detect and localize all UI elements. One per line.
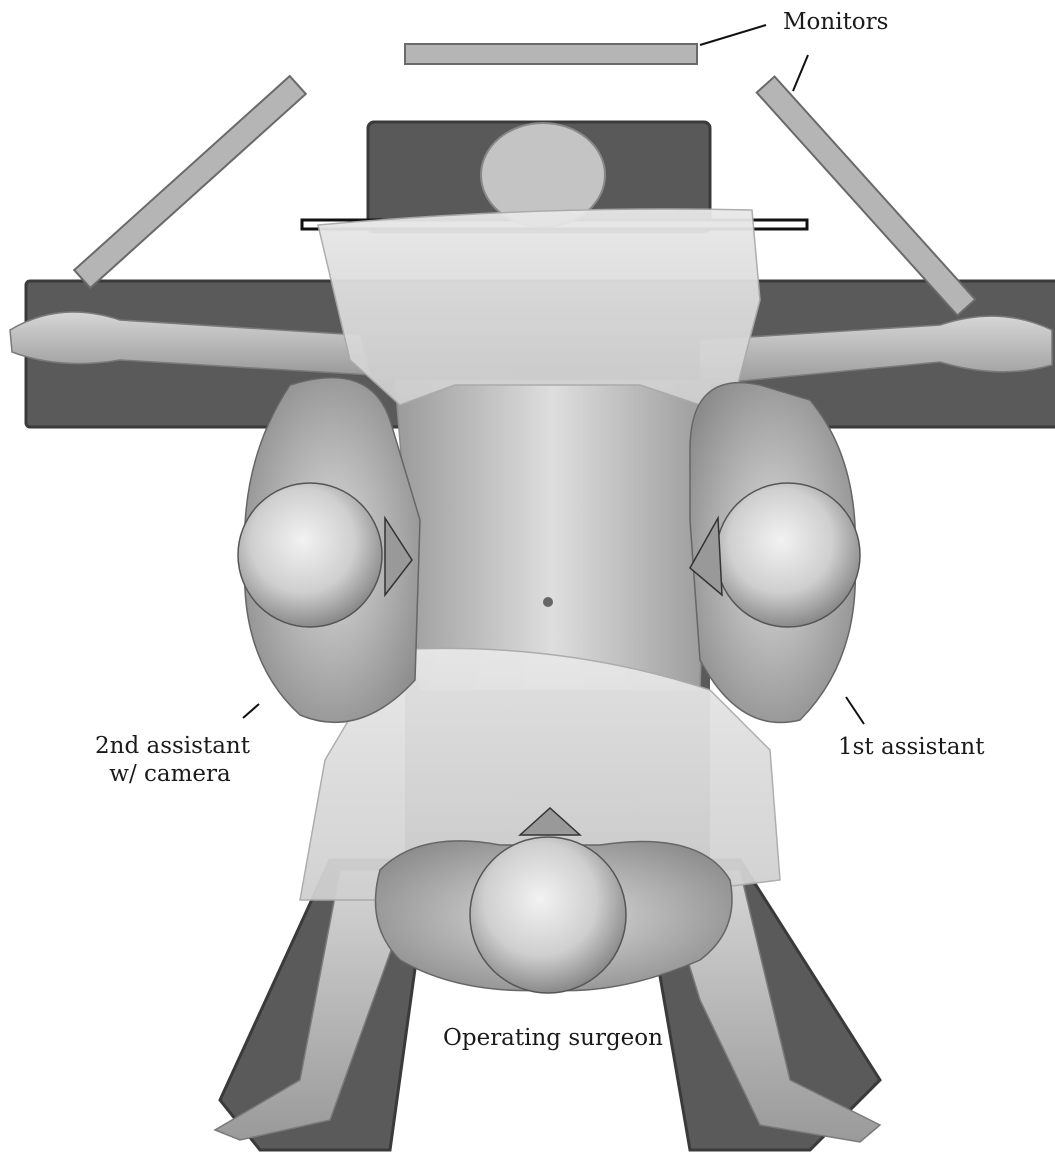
label-second-assistant: 2nd assistant w/ camera bbox=[95, 732, 245, 788]
patient-navel bbox=[543, 597, 553, 607]
leader-monitor-top bbox=[700, 25, 766, 45]
second-assistant-head bbox=[238, 483, 382, 627]
label-first-assistant: 1st assistant bbox=[838, 733, 984, 761]
label-monitors: Monitors bbox=[783, 8, 888, 36]
monitor-left bbox=[74, 76, 306, 288]
monitor-top bbox=[405, 44, 697, 64]
leader-second-assistant bbox=[243, 704, 259, 718]
first-assistant-figure bbox=[690, 383, 860, 723]
label-second-assistant-line1: 2nd assistant bbox=[95, 732, 245, 760]
drape-upper bbox=[318, 209, 760, 405]
first-assistant-head bbox=[716, 483, 860, 627]
label-operating-surgeon: Operating surgeon bbox=[443, 1024, 663, 1052]
leader-monitor-right bbox=[793, 55, 808, 91]
operating-surgeon-head bbox=[470, 837, 626, 993]
patient-torso bbox=[395, 380, 710, 690]
second-assistant-figure bbox=[238, 378, 420, 723]
label-second-assistant-line2: w/ camera bbox=[95, 760, 245, 788]
leader-first-assistant bbox=[846, 697, 864, 724]
